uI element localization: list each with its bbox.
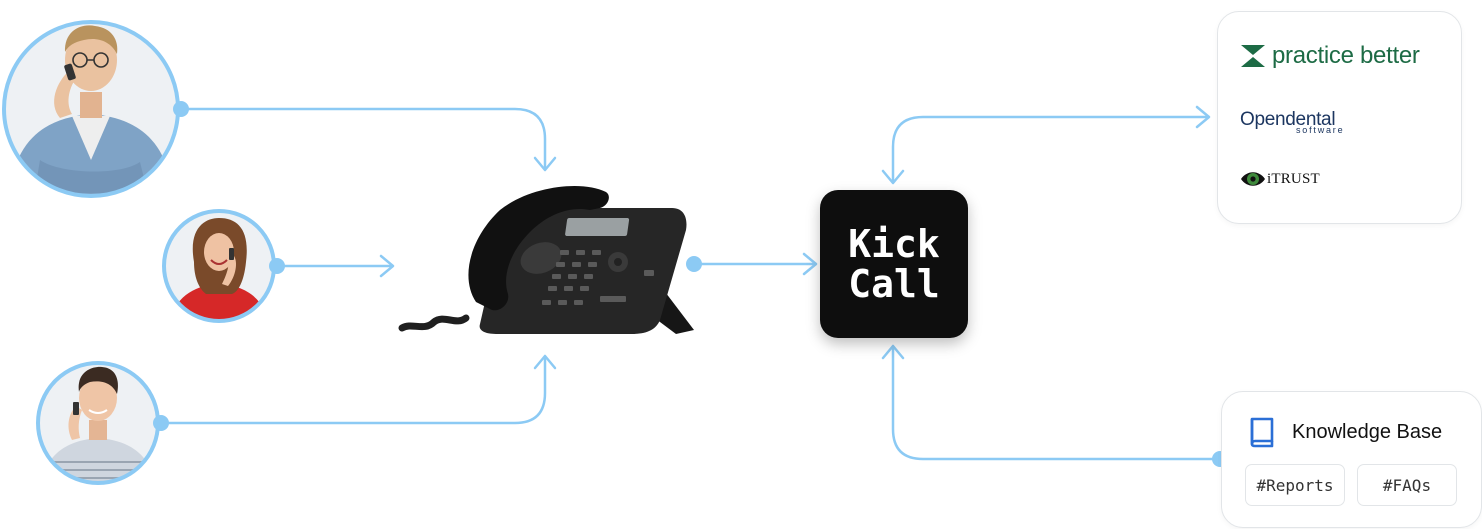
caller-avatar-1 [4, 22, 178, 196]
connector-caller3-phone [158, 356, 547, 425]
integration-name: practice better [1272, 42, 1420, 69]
arrowhead [881, 344, 905, 360]
tag-reports[interactable]: #Reports [1245, 464, 1345, 506]
integration-name: iTRUST [1267, 170, 1320, 187]
kickcall-node: Kick Call [820, 190, 968, 338]
kickcall-label: Kick Call [848, 222, 940, 306]
desk-phone-icon [398, 186, 694, 334]
arrowhead [533, 156, 557, 172]
knowledge-base-title: Knowledge Base [1292, 420, 1443, 443]
connector-dot [153, 415, 169, 431]
arrowhead [802, 252, 818, 276]
opendental-logo: Opendental software [1240, 103, 1390, 137]
connector-kb-kickcall [891, 346, 1222, 461]
connector-kickcall-integrations [891, 115, 1209, 182]
knowledge-base-header: Knowledge Base [1248, 416, 1442, 448]
connector-dot [173, 101, 189, 117]
arrowhead [881, 169, 905, 185]
integration-name: Opendental [1240, 109, 1336, 130]
book-icon [1250, 417, 1274, 448]
integrations-card: practice better Opendental software iTRU… [1217, 11, 1462, 224]
arrowhead [379, 254, 395, 278]
connector-dot [269, 258, 285, 274]
arrowhead [533, 354, 557, 370]
arrowhead [1195, 105, 1211, 129]
integration-subtitle: software [1296, 125, 1345, 135]
practice-better-logo: practice better [1240, 42, 1420, 70]
connector-dot [686, 256, 702, 272]
caller-avatar-2 [164, 211, 274, 321]
tag-faqs[interactable]: #FAQs [1357, 464, 1457, 506]
knowledge-base-card: Knowledge Base #Reports #FAQs [1221, 391, 1482, 528]
practice-better-icon [1241, 45, 1265, 67]
connector-caller1-phone [180, 107, 547, 170]
eye-icon [1241, 172, 1265, 186]
itrust-logo: iTRUST [1240, 168, 1320, 190]
